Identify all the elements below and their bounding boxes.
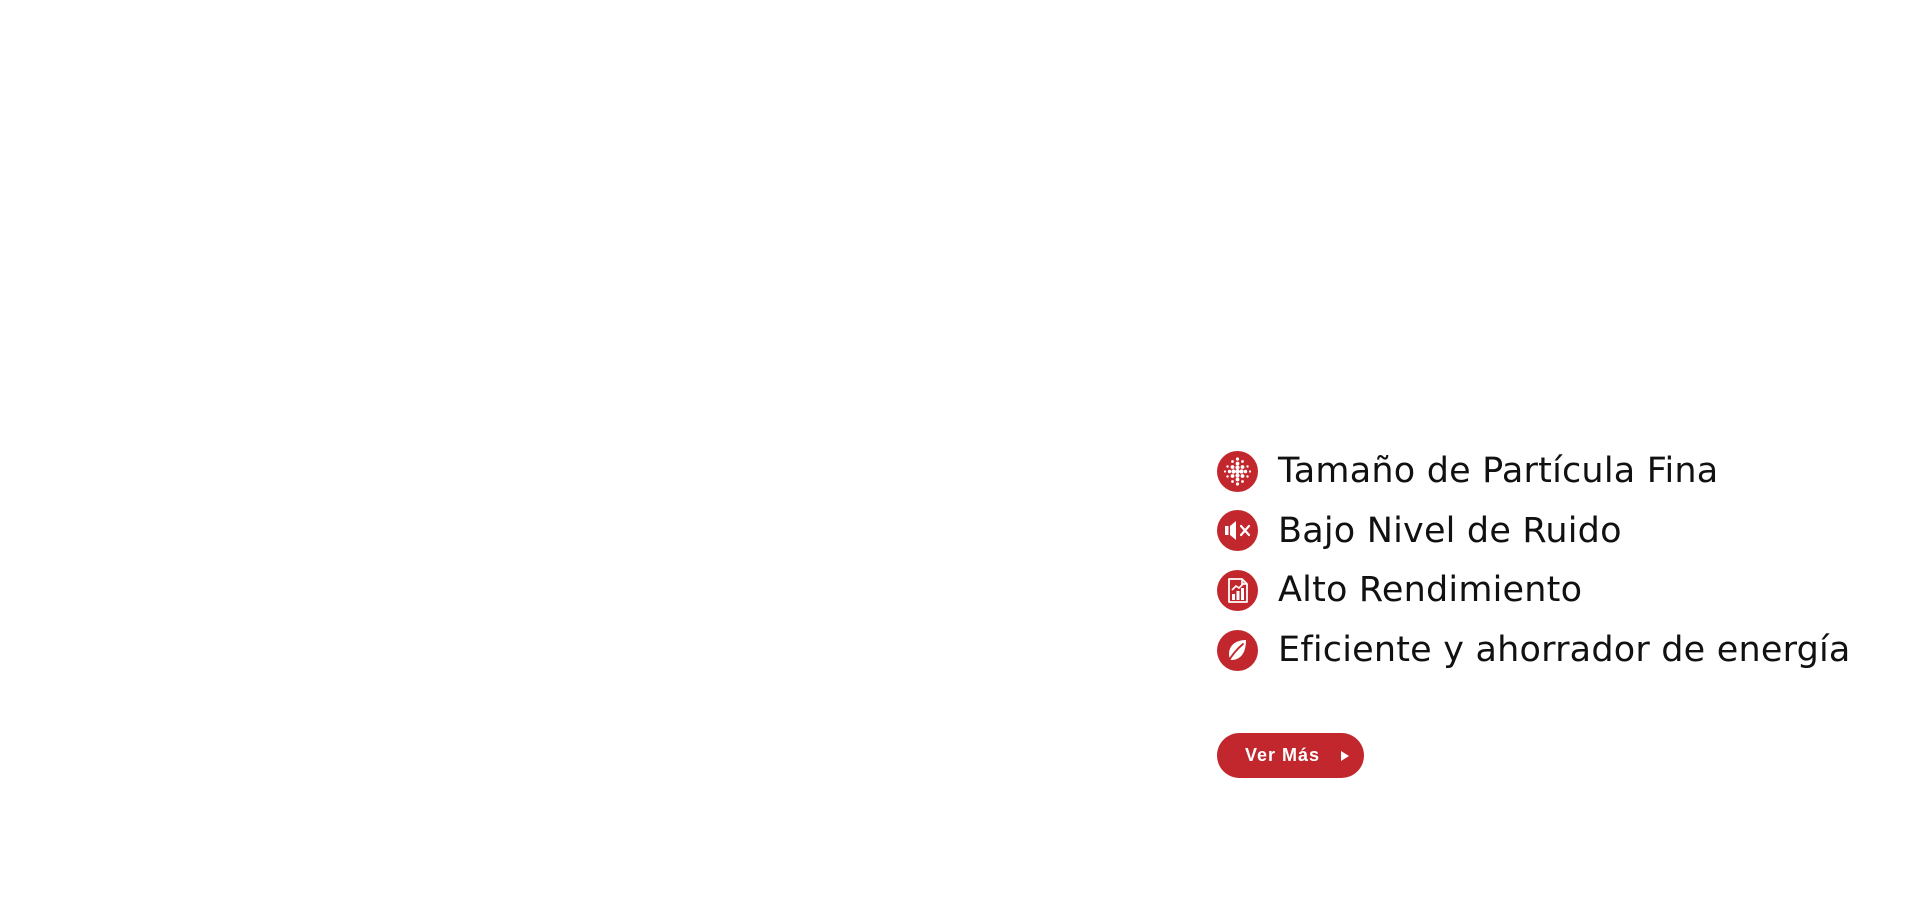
leaf-icon	[1217, 629, 1258, 671]
feature-list: Tamaño de Partícula Fina Bajo Nivel de R…	[1217, 450, 1897, 689]
feature-item-low-noise: Bajo Nivel de Ruido	[1217, 510, 1897, 552]
feature-item-energy-efficient: Eficiente y ahorrador de energía	[1217, 629, 1897, 671]
feature-label: Eficiente y ahorrador de energía	[1278, 630, 1851, 671]
particle-grid-icon	[1217, 450, 1258, 492]
feature-label: Bajo Nivel de Ruido	[1278, 510, 1622, 551]
feature-item-particle-size: Tamaño de Partícula Fina	[1217, 450, 1897, 492]
feature-label: Alto Rendimiento	[1278, 570, 1583, 611]
play-arrow-icon	[1341, 750, 1350, 761]
ver-mas-label: Ver Más	[1245, 745, 1321, 765]
speaker-mute-icon	[1217, 510, 1258, 552]
performance-chart-icon	[1217, 569, 1258, 611]
feature-label: Tamaño de Partícula Fina	[1278, 451, 1719, 491]
feature-item-high-performance: Alto Rendimiento	[1217, 569, 1897, 611]
ver-mas-button[interactable]: Ver Más	[1217, 733, 1364, 778]
